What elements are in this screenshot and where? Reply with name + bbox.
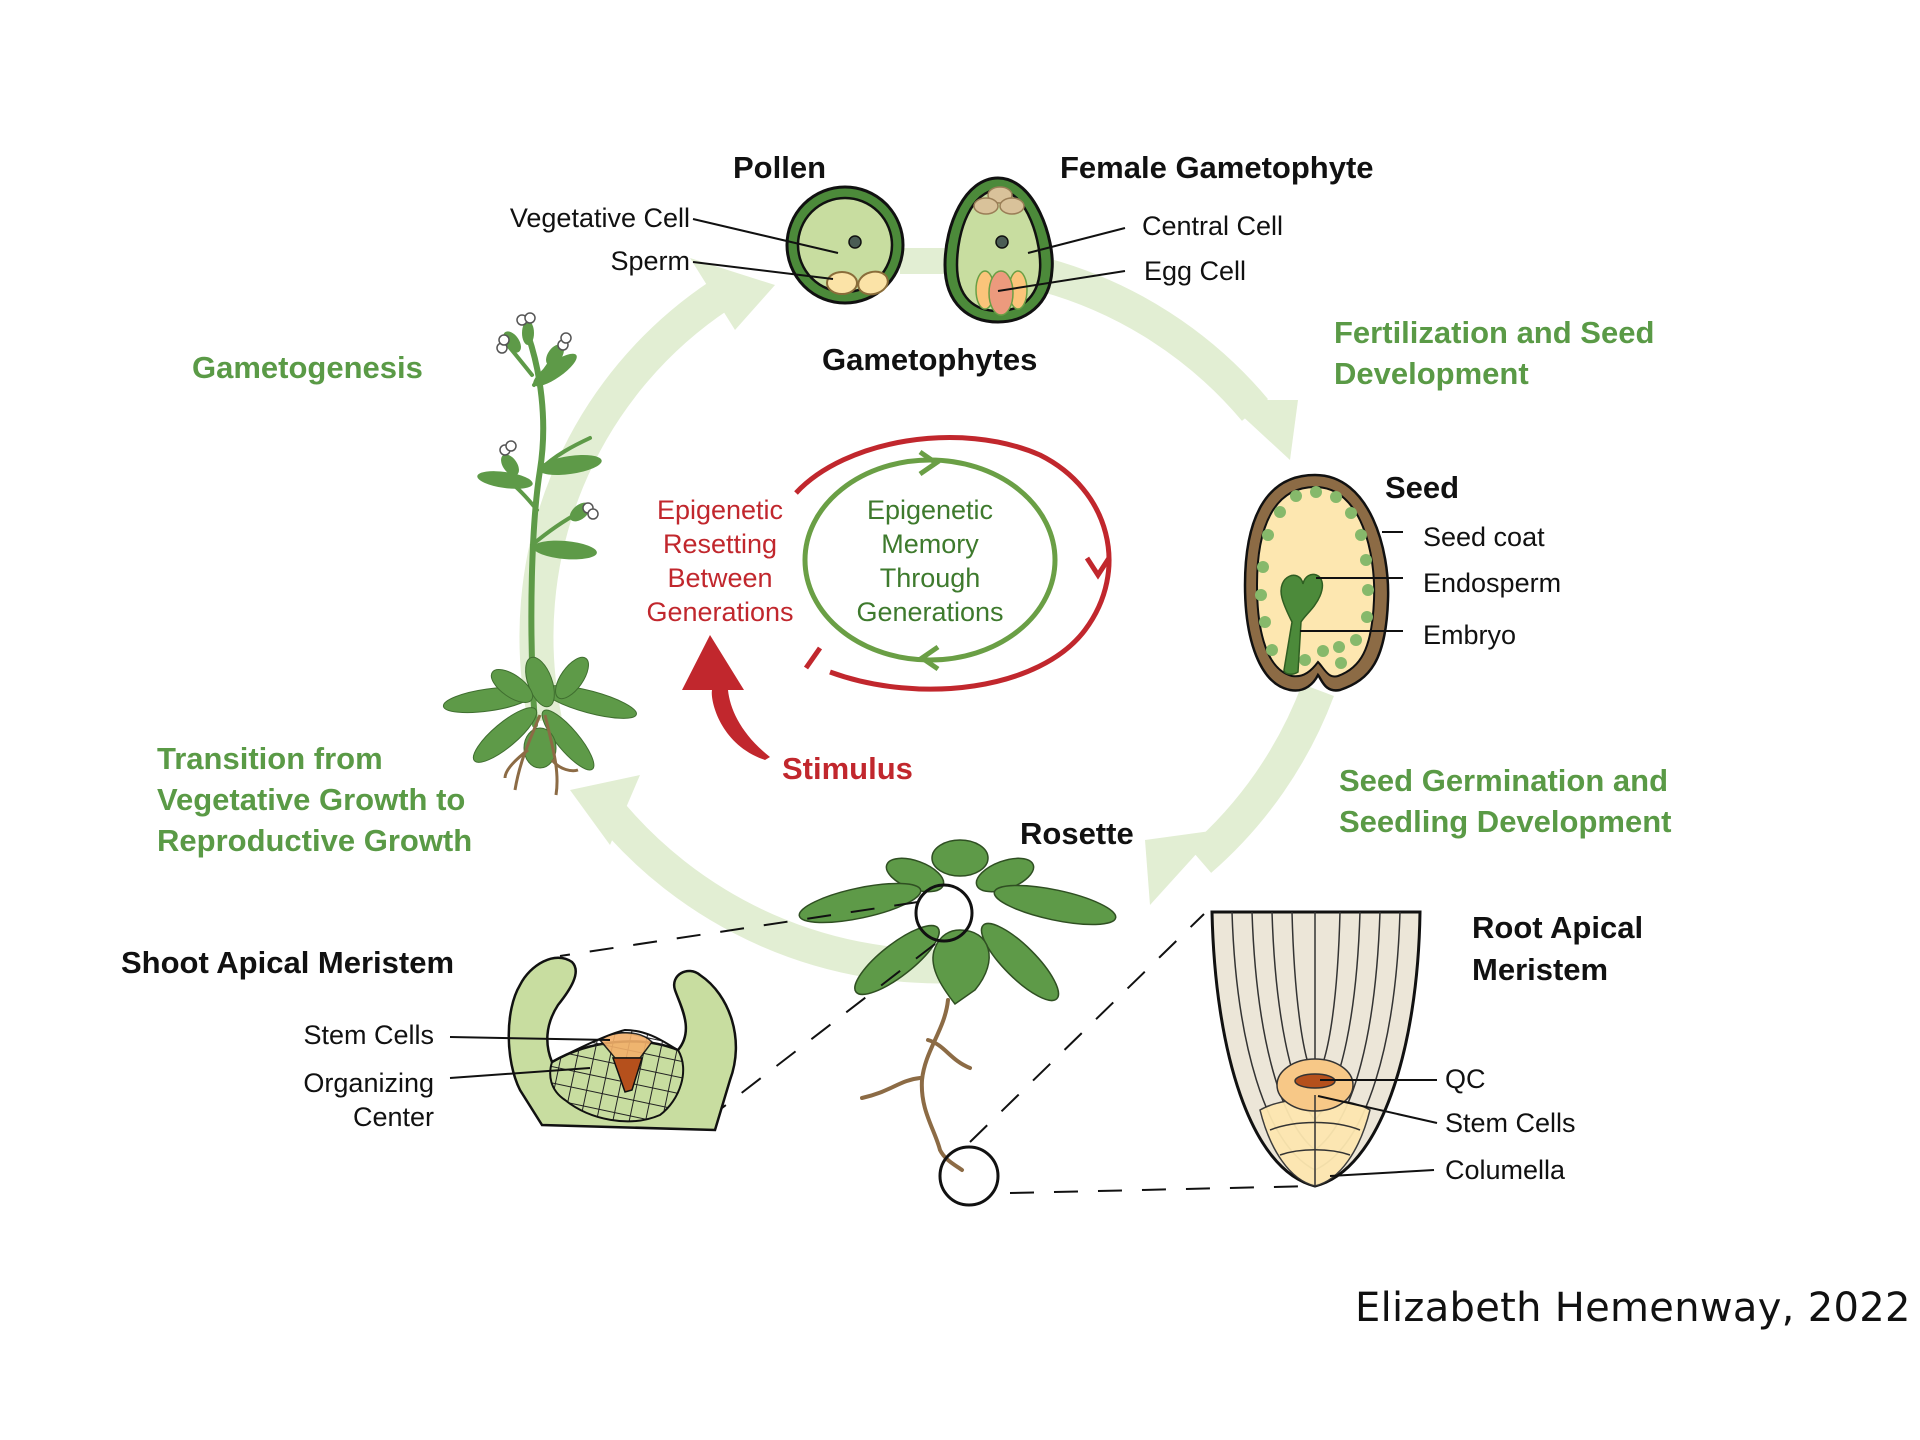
egg-cell [988,270,1014,316]
resetting-loop-inhibit-bar [803,646,823,670]
leader-line-egg-cell [997,270,1126,292]
root-apical-meristem-illustration [1210,910,1422,1188]
ram-stem-cells-label: Stem Cells [1445,1108,1576,1138]
stimulus-label: Stimulus [782,751,913,786]
root-apical-meristem-title-line2: Meristem [1472,952,1609,987]
resetting-line1: Epigenetic [656,495,784,525]
stage-germination-line1: Seed Germination and [1339,763,1669,798]
rosette-root [860,998,972,1172]
organizing-center-label-line1: Organizing [303,1068,434,1098]
rosette-leaf [798,882,922,924]
rosette-leaf [980,922,1060,1002]
sperm-cell [826,271,858,295]
zoom-guide-lines [559,901,1317,1194]
central-cell-label: Central Cell [1142,211,1284,241]
organizing-center-label-line2: Center [352,1102,434,1132]
sam-stem-cells [598,1032,653,1059]
shoot-apical-meristem-illustration [507,956,738,1132]
flowering-plant-roots [503,714,579,796]
rosette-leaf [932,929,990,1006]
central-cell-nucleus [995,235,1009,249]
qc-label: QC [1445,1064,1486,1094]
leader-line-columella [1329,1169,1435,1177]
sam-organizing-center [611,1057,644,1093]
seed-title: Seed [1385,470,1460,505]
seed-coat-label: Seed coat [1423,522,1545,552]
sperm-cell [857,270,889,296]
endosperm-label: Endosperm [1423,568,1562,598]
memory-loop-arrow-bottom [917,644,940,672]
stage-gametogenesis: Gametogenesis [192,350,423,385]
rosette-title: Rosette [1020,816,1134,851]
rosette-illustration [798,839,1117,1006]
rosette-leaf [993,884,1117,926]
seed-illustration [1243,473,1390,692]
female-gametophyte-illustration [943,176,1054,324]
cycle-arrow-fertilization [1040,258,1269,421]
root-apical-meristem-title-line1: Root Apical [1472,910,1644,945]
arrow-head-transition [570,775,640,845]
leader-line-organizing-center [449,1067,591,1079]
shoot-apical-meristem-title: Shoot Apical Meristem [121,945,455,980]
stage-fertilization-line1: Fertilization and Seed [1334,315,1655,350]
arrow-head-gametogenesis [690,258,775,330]
leader-line-vegetative-cell [692,218,839,254]
cycle-arrow-germination [1188,683,1334,873]
author-credit: Elizabeth Hemenway, 2022 [1355,1285,1911,1331]
embryo-label: Embryo [1423,620,1517,650]
resetting-loop-arrow [1084,556,1112,580]
epigenetic-memory-label: Epigenetic Memory Through Generations [835,493,1025,629]
pollen-title: Pollen [733,150,827,185]
resetting-loop [794,435,1112,692]
rosette-leaf [854,924,940,996]
vegetative-nucleus [848,235,862,249]
resetting-line2: Resetting [662,529,778,559]
stage-germination: Seed Germination and Seedling Developmen… [1339,760,1671,842]
memory-line2: Memory [881,529,979,559]
ram-zoom-circle [938,1145,1000,1207]
memory-loop-arrow-top [918,449,941,477]
resetting-line4: Generations [646,597,794,627]
columella-label: Columella [1445,1155,1566,1185]
stage-fertilization: Fertilization and Seed Development [1334,312,1654,394]
stage-transition-line2: Vegetative Growth to [157,782,466,817]
epigenetic-loops [682,435,1112,760]
sperm-label: Sperm [610,246,690,276]
gametophytes-title: Gametophytes [822,342,1038,377]
leader-line-central-cell [1027,227,1126,254]
flowering-plant-illustration [477,321,602,728]
rosette-leaf [931,839,989,877]
memory-line3: Through [879,563,981,593]
sam-stem-cells-label: Stem Cells [303,1020,434,1050]
stage-fertilization-line2: Development [1334,356,1529,391]
sam-zoom-circle [914,883,974,943]
cycle-arrow-gametogenesis [519,280,730,724]
stage-transition-line3: Reproductive Growth [157,823,473,858]
stage-transition-line1: Transition from [157,741,383,776]
leader-line-ram-stem-cells [1317,1095,1438,1124]
female-gametophyte-title: Female Gametophyte [1060,150,1374,185]
arrow-head-fertilization [1225,400,1298,460]
memory-line1: Epigenetic [866,495,994,525]
aleurone-dots [1255,486,1374,670]
flower-buds [496,312,599,520]
egg-cell-label: Egg Cell [1144,256,1247,286]
stage-germination-line2: Seedling Development [1339,804,1672,839]
leader-line-sam-stem-cells [449,1036,611,1041]
vegetative-cell-label: Vegetative Cell [509,203,690,233]
pollen-illustration [785,185,905,305]
flowering-plant-rosette [442,656,637,771]
memory-line4: Generations [856,597,1004,627]
stage-transition: Transition from Vegetative Growth to Rep… [157,738,472,861]
epigenetic-resetting-label: Epigenetic Resetting Between Generations [625,493,815,629]
leader-line-sperm [692,261,834,280]
stimulus-arrow [682,635,770,760]
resetting-line3: Between [667,563,773,593]
embryo [1280,573,1323,675]
arrow-head-germination [1145,830,1218,905]
